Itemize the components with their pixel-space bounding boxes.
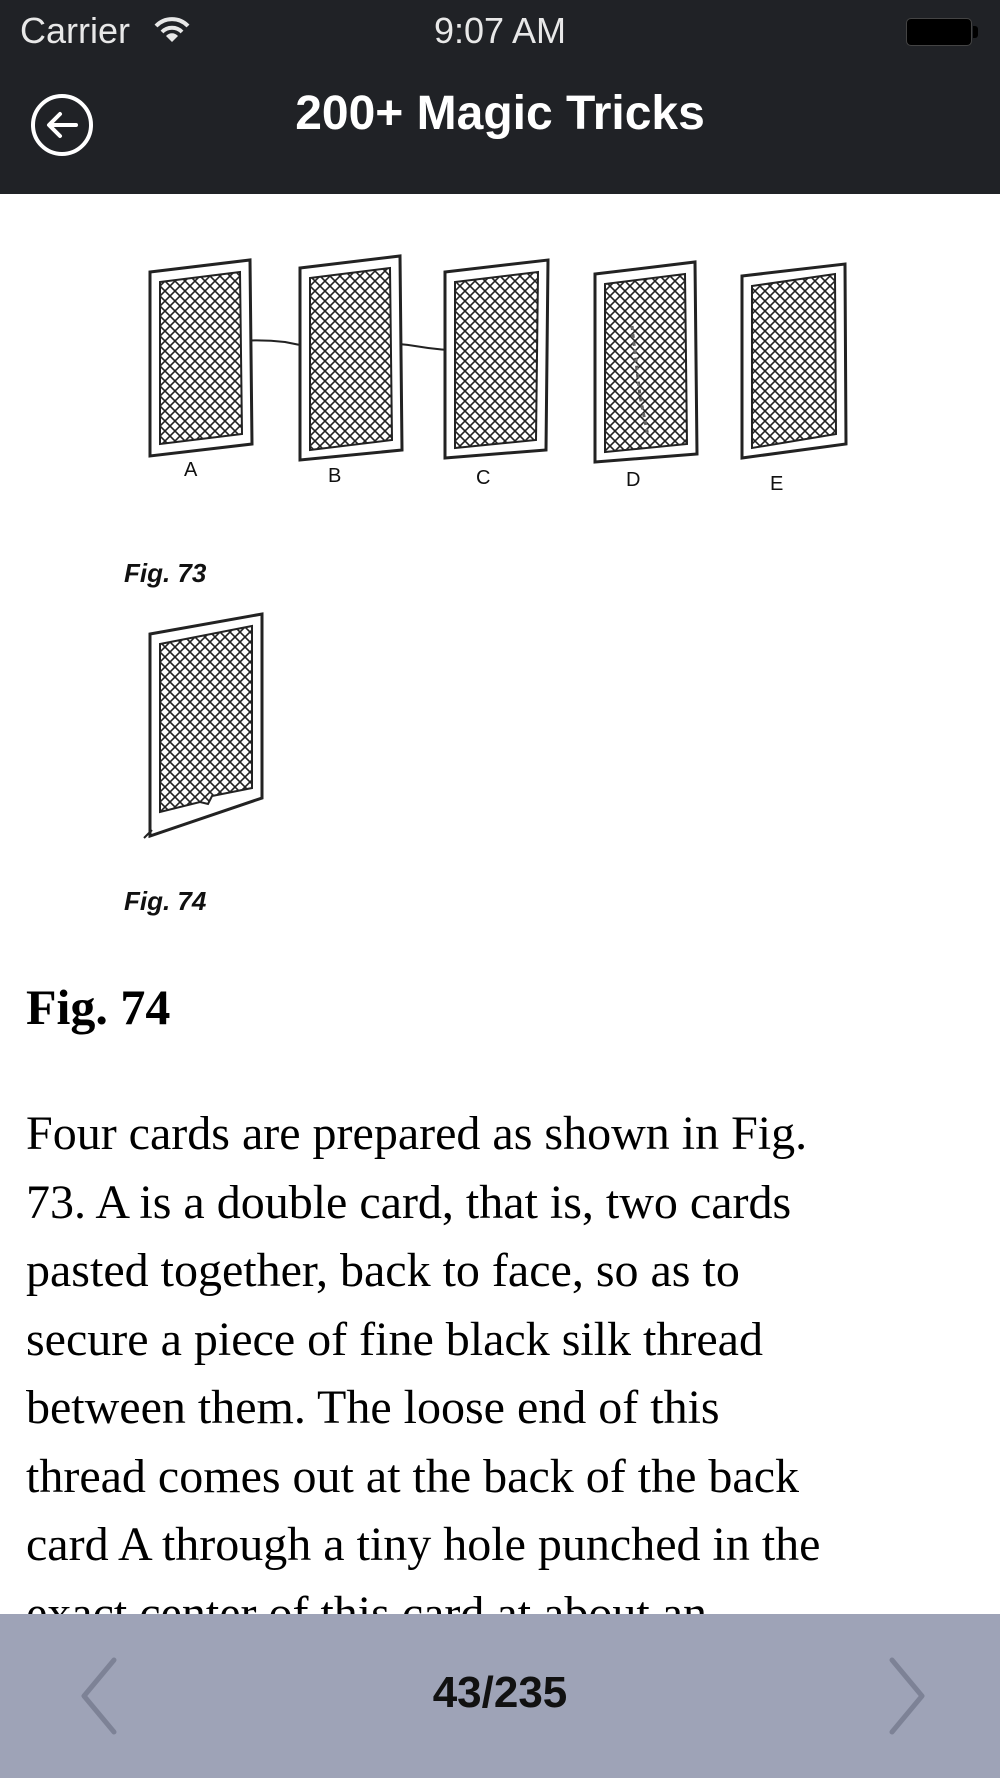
paragraph-line: pasted together, back to face, so as to xyxy=(26,1244,740,1297)
wifi-icon xyxy=(154,16,190,49)
paragraph-line: secure a piece of fine black silk thread xyxy=(26,1312,763,1366)
page-content: A B C D E Fig. 73 Fig. 74 Fig. 74 Four c… xyxy=(0,194,1000,1614)
card-a xyxy=(148,258,254,458)
chevron-left-icon xyxy=(81,1657,117,1735)
figure-73-illustration: A B C D E xyxy=(120,246,880,536)
paragraph-line: thread comes out at the back of the back xyxy=(26,1449,800,1503)
back-button[interactable] xyxy=(30,93,94,157)
card-d xyxy=(593,260,699,464)
status-time: 9:07 AM xyxy=(433,10,567,51)
card-c xyxy=(443,258,550,460)
figure-74-illustration xyxy=(140,602,280,852)
figure-73-caption: Fig. 73 xyxy=(124,558,207,588)
card-label-d: D xyxy=(626,469,640,491)
back-arrow-circle-icon xyxy=(31,94,93,156)
section-heading: Fig. 74 xyxy=(26,979,171,1035)
app-title: 200+ Magic Tricks xyxy=(295,87,705,140)
card-e xyxy=(740,262,848,460)
next-page-button[interactable] xyxy=(876,1654,936,1738)
figure-74-caption: Fig. 74 xyxy=(124,886,207,916)
previous-page-button[interactable] xyxy=(70,1654,130,1738)
carrier-label: Carrier xyxy=(20,10,131,51)
card-label-a: A xyxy=(184,459,198,481)
paragraph-line: between them. The loose end of this xyxy=(26,1381,720,1434)
navigation-bar: 200+ Magic Tricks xyxy=(0,66,1000,194)
card-label-c: C xyxy=(476,467,490,489)
article-paragraph: Four cards are prepared as shown in Fig.… xyxy=(26,1100,986,1614)
paragraph-line: 73. A is a double card, that is, two car… xyxy=(26,1175,792,1229)
page-indicator: 43/235 xyxy=(432,1668,568,1717)
paragraph-line: Four cards are prepared as shown in Fig. xyxy=(26,1107,808,1160)
card-label-b: B xyxy=(328,465,341,487)
card-label-e: E xyxy=(770,473,783,495)
card-b xyxy=(298,254,404,462)
paragraph-line: card A through a tiny hole punched in th… xyxy=(26,1518,821,1571)
pagination-toolbar: 43/235 xyxy=(0,1614,1000,1778)
chevron-right-icon xyxy=(889,1657,925,1735)
battery-icon xyxy=(906,18,978,46)
paragraph-line: exact center of this card at about an xyxy=(26,1586,707,1615)
status-bar: Carrier 9:07 AM xyxy=(0,0,1000,66)
